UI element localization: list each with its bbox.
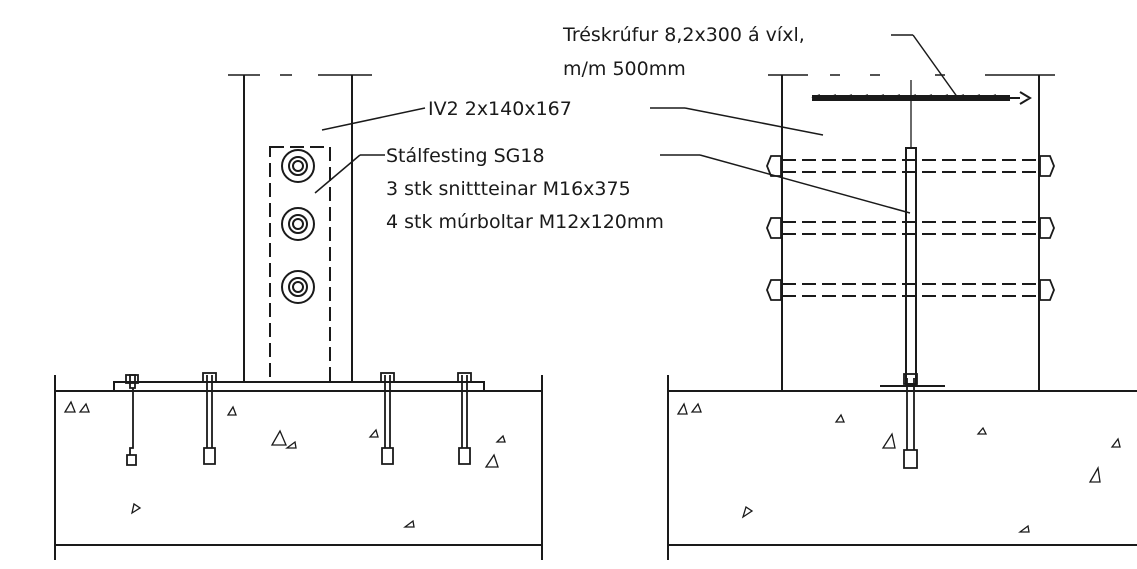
- left-steel-bracket-dashed: [269, 146, 331, 383]
- right-concrete-aggregate: [676, 402, 1121, 533]
- label-steel-bracket-line2: 3 stk snittteinar M16x375: [386, 178, 631, 200]
- left-anchor-bolts: [125, 372, 472, 466]
- left-base-plate: [113, 381, 485, 392]
- right-wood-screw: [811, 91, 1032, 105]
- left-timber-column: [228, 74, 372, 382]
- label-wood-screws-line2: m/m 500mm: [563, 58, 686, 80]
- label-timber-section: IV2 2x140x167: [428, 98, 572, 120]
- right-threaded-rods-dashed: [782, 159, 1039, 297]
- left-view: [54, 74, 543, 560]
- left-concrete-slab: [54, 375, 543, 560]
- left-bolt-heads: [281, 149, 315, 304]
- label-steel-bracket-line1: Stálfesting SG18: [386, 145, 545, 167]
- right-rod-nuts: [766, 155, 1055, 301]
- right-steel-plate: [905, 147, 917, 385]
- label-steel-bracket-line3: 4 stk múrboltar M12x120mm: [386, 211, 664, 233]
- label-wood-screws-line1: Tréskrúfur 8,2x300 á víxl,: [563, 24, 805, 46]
- right-view: [650, 34, 1137, 560]
- right-leader-lines: [650, 34, 959, 214]
- left-leader-lines: [314, 107, 426, 194]
- left-concrete-aggregate: [63, 400, 506, 528]
- right-concrete-slab: [667, 375, 1137, 560]
- right-anchor-bolt: [903, 373, 918, 469]
